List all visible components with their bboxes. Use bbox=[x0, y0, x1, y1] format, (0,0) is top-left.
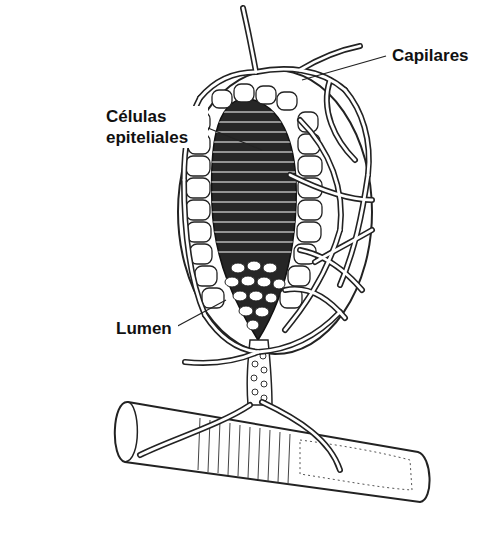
part-label: Células epiteliales bbox=[104, 106, 208, 148]
lumen-hatching bbox=[205, 112, 300, 252]
part-label: Lumen bbox=[114, 318, 178, 339]
part-label: Capilares bbox=[390, 45, 494, 66]
lumen-lower-cells bbox=[225, 261, 285, 330]
capillary bbox=[140, 8, 372, 470]
capillary-lumen bbox=[140, 8, 372, 470]
leader-line bbox=[172, 56, 386, 329]
collecting-tube bbox=[115, 402, 430, 502]
